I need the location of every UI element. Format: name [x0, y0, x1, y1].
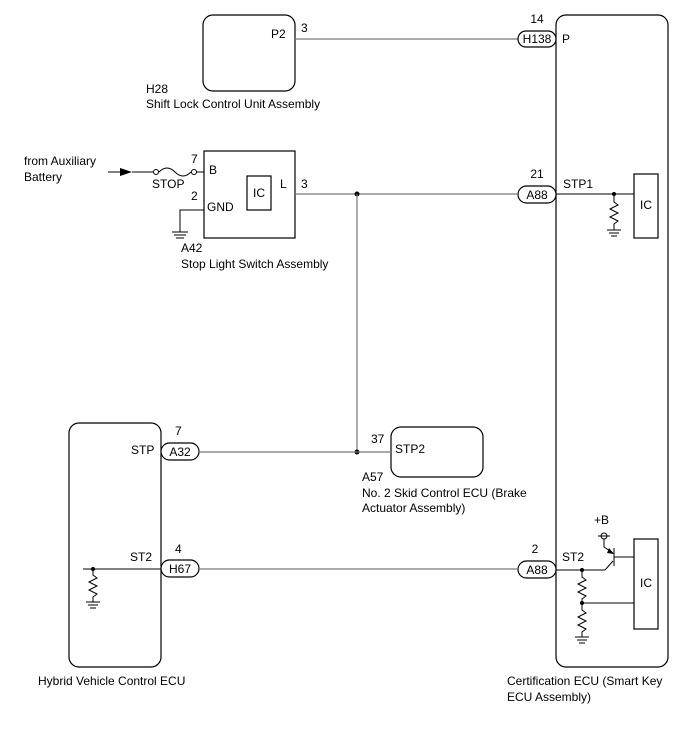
connector-h138-label: H138	[523, 32, 552, 46]
hybrid-pin-stp-number: 7	[175, 424, 182, 438]
skid-ecu-pin-name: STP2	[395, 442, 425, 456]
connector-h138	[517, 30, 557, 48]
source-line2: Battery	[24, 170, 62, 184]
cert-st2-resistor-2	[576, 603, 588, 637]
fuse-stop	[158, 167, 192, 177]
cert-supply-label: +B	[594, 513, 609, 527]
connector-h67-label: H67	[169, 562, 191, 576]
cert-pin-st2-number: 2	[532, 542, 539, 556]
transistor-arrow	[607, 548, 614, 554]
cert-stp1-resistor	[608, 194, 620, 230]
skid-ecu-code: A57	[362, 470, 384, 484]
hybrid-ecu-box	[68, 422, 162, 668]
cert-ic-st2-label: IC	[640, 576, 652, 590]
cert-pin-stp1-number: 21	[530, 167, 544, 181]
cert-ic-st2	[633, 538, 659, 630]
source-arrow	[120, 168, 132, 176]
stop-switch-code: A42	[181, 241, 203, 255]
shift-lock-pin-name: P2	[271, 27, 286, 41]
hybrid-st2-resistor	[87, 569, 99, 602]
cert-pin-p-number: 14	[530, 12, 544, 26]
fuse-terminal-right	[191, 169, 197, 175]
cert-st2-resistor-1	[576, 570, 588, 603]
connector-a32-label: A32	[169, 445, 191, 459]
hybrid-pin-st2-number: 4	[175, 542, 182, 556]
cert-pin-stp1-name: STP1	[563, 177, 593, 191]
shift-lock-name: Shift Lock Control Unit Assembly	[146, 97, 320, 111]
fuse-terminal-left	[153, 169, 159, 175]
stop-switch-name: Stop Light Switch Assembly	[181, 257, 328, 271]
connector-a88-stp1-label: A88	[526, 188, 548, 202]
shift-lock-code: H28	[146, 82, 168, 96]
stop-switch-ic	[246, 175, 272, 211]
skid-ecu-name-line1: No. 2 Skid Control ECU (Brake	[362, 486, 527, 500]
hybrid-ecu-name: Hybrid Vehicle Control ECU	[38, 674, 185, 688]
skid-ecu-pin-number: 37	[371, 432, 385, 446]
stop-switch-pin-gnd-number: 2	[191, 189, 198, 203]
cert-ic-stp1	[633, 173, 659, 239]
hybrid-pin-stp-name: STP	[131, 443, 154, 457]
cert-pin-p-name: P	[562, 32, 570, 46]
skid-ecu-name-line2: Actuator Assembly)	[362, 501, 465, 515]
stop-switch-pin-b-number: 7	[191, 152, 198, 166]
stop-switch-pin-gnd-name: GND	[207, 200, 234, 214]
fuse-label: STOP	[152, 177, 184, 191]
stop-switch-ic-label: IC	[253, 186, 265, 200]
transistor-collector	[604, 560, 614, 571]
source-line1: from Auxiliary	[24, 154, 96, 168]
hybrid-pin-st2-name: ST2	[130, 550, 152, 564]
shift-lock-unit-box	[202, 14, 296, 92]
cert-ecu-name-line1: Certification ECU (Smart Key	[507, 674, 662, 688]
stop-switch-pin-l-name: L	[280, 177, 287, 191]
cert-ecu-name-line2: ECU Assembly)	[507, 690, 591, 704]
stop-switch-pin-l-number: 3	[301, 177, 308, 191]
stop-switch-gnd-wire	[179, 209, 204, 232]
stop-switch-pin-b-name: B	[209, 163, 217, 177]
shift-lock-pin-number: 3	[301, 21, 308, 35]
cert-pin-st2-name: ST2	[562, 550, 584, 564]
connector-a88-st2-label: A88	[526, 563, 548, 577]
cert-ic-stp1-label: IC	[640, 198, 652, 212]
